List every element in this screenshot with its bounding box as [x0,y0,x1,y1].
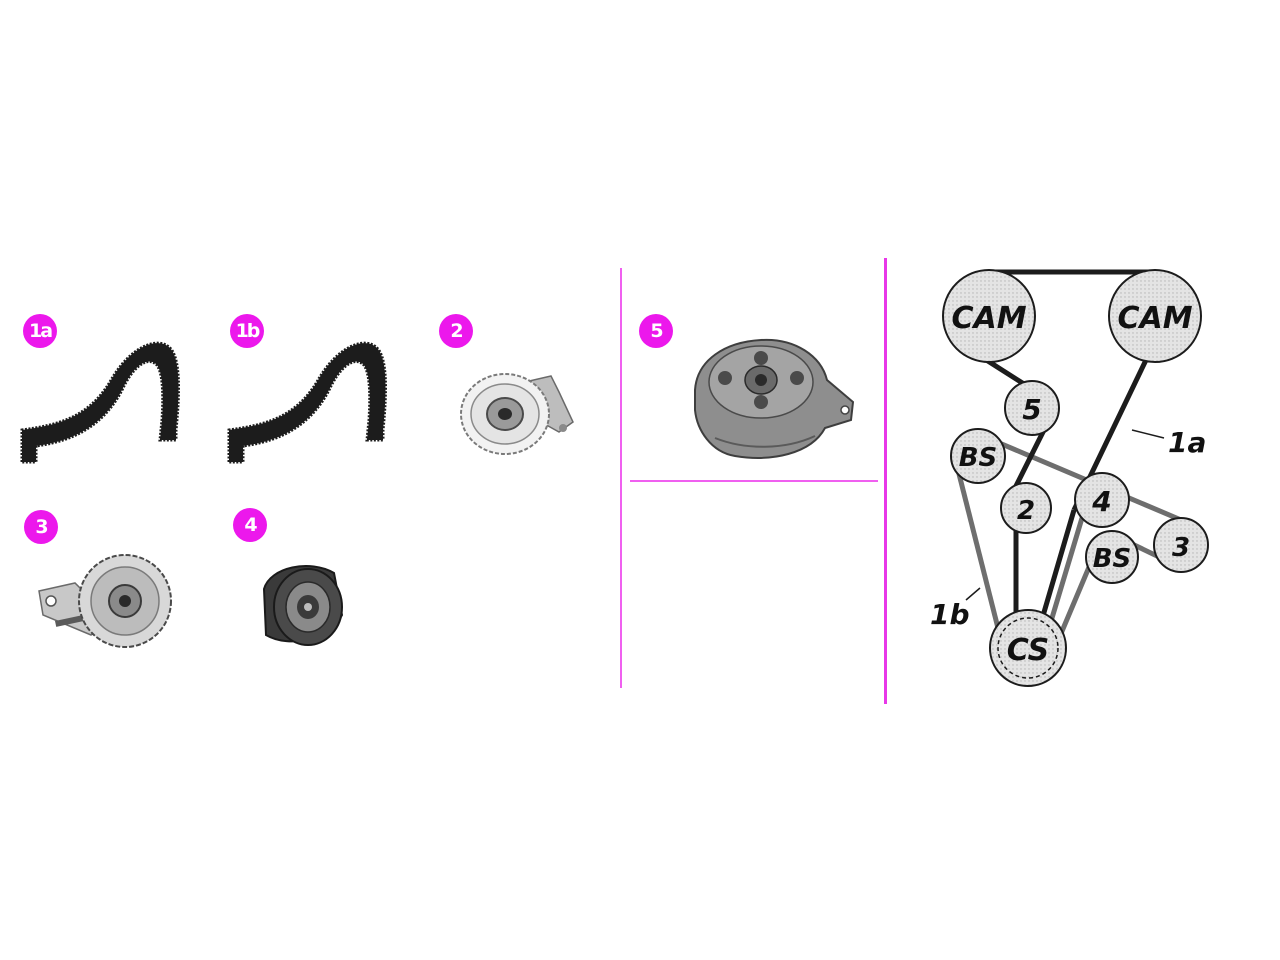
idler-pulley-icon [262,565,344,646]
pulley-3 [1153,517,1209,573]
pulley-2 [1000,482,1052,534]
pulley-label-bs-left: BS [959,443,998,473]
timing-belt-icon [227,341,387,464]
pulley-5 [1004,380,1060,436]
divider-vertical-left [620,268,622,688]
divider-horizontal [630,480,878,482]
part-badge-1a: 1a [23,314,57,348]
tensioner-pulley-icon [38,554,172,648]
pulley-label-bs-right: BS [1093,544,1132,574]
pulley-cs [989,609,1067,687]
pulley-cam-left [942,269,1036,363]
part-badge-3: 3 [24,510,58,544]
belt-label-1a: 1a [1168,426,1206,459]
pulley-label-3: 3 [1172,533,1190,563]
pulley-label-cs: CS [1007,633,1050,668]
part-badge-1b: 1b [230,314,264,348]
belt-label-1b: 1b [930,598,970,631]
pulley-4 [1074,472,1130,528]
belt-routing-diagram: CAM CAM 5 BS 2 4 BS 3 CS 1a 1b [930,269,1209,687]
part-badge-4: 4 [233,508,267,542]
timing-belt-icon [20,341,180,464]
pulley-cam-right [1108,269,1202,363]
leader-line-1a [1131,429,1165,439]
leader-line-1b [965,587,981,601]
pulley-label-5: 5 [1022,393,1041,426]
water-pump-icon [694,338,855,459]
pulley-label-cam-left: CAM [951,301,1026,336]
pulley-label-4: 4 [1091,485,1111,518]
divider-vertical-right [884,258,887,704]
pulley-bs-left [950,428,1006,484]
pulley-bs-right [1085,530,1139,584]
tensioner-pulley-icon [460,373,574,455]
pulley-label-cam-right: CAM [1117,301,1192,336]
part-badge-2: 2 [439,314,473,348]
pulley-label-2: 2 [1017,496,1035,526]
part-badge-5: 5 [639,314,673,348]
